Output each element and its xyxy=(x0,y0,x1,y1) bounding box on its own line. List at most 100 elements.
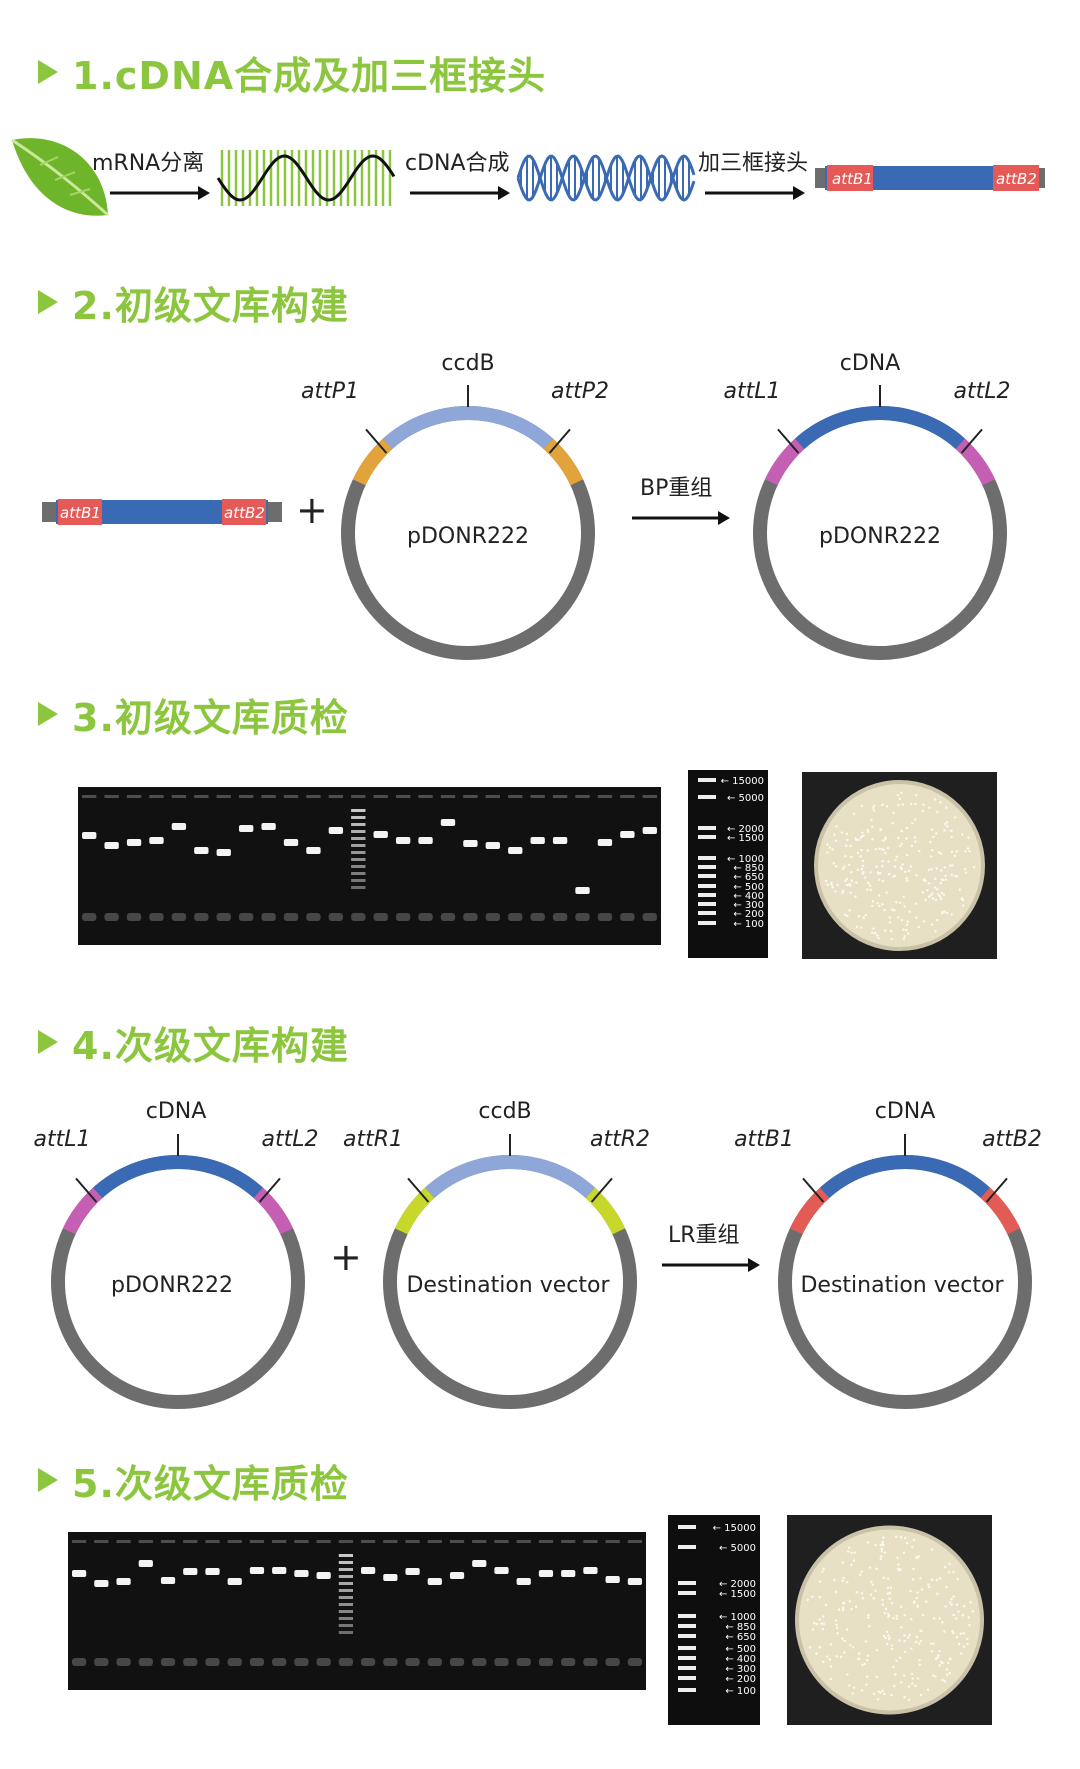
fragment-left-label: attB1 xyxy=(60,504,101,522)
fragment-left-label: attB1 xyxy=(832,170,873,188)
ladder-mark-label: ← 15000 xyxy=(721,776,764,787)
arrow1-label: mRNA分离 xyxy=(92,151,204,176)
secondary-library-gel-image xyxy=(68,1532,646,1690)
triangle-bullet-icon xyxy=(38,1468,58,1492)
petri-dish xyxy=(814,780,985,951)
ladder-mark-label: ← 200 xyxy=(725,1674,756,1685)
arrow2-icon xyxy=(410,186,510,200)
plasmid-insert xyxy=(383,406,553,450)
primary-library-plate-image xyxy=(802,772,997,959)
section-1-title-text: 1.cDNA合成及加三框接头 xyxy=(72,53,547,98)
plus-sign: + xyxy=(296,488,328,532)
ladder-mark-label: ← 200 xyxy=(733,909,764,920)
plasmid-left-label: attP1 xyxy=(301,379,359,404)
plasmid-right-site xyxy=(980,1187,1021,1235)
triangle-bullet-icon xyxy=(38,60,58,84)
ladder-mark-label: ← 850 xyxy=(725,1622,756,1633)
gel-bands xyxy=(82,795,657,921)
dna-ladder-image: ← 15000← 5000← 2000← 1500← 1000← 850← 65… xyxy=(688,770,768,958)
plasmid-right-site xyxy=(543,438,584,486)
plasmid-top-label: cDNA xyxy=(146,1099,207,1124)
plasmid-right-tick xyxy=(258,1177,281,1203)
ladder-mark-label: ← 2000 xyxy=(727,824,764,835)
ladder-mark-label: ← 400 xyxy=(725,1654,756,1665)
plasmid-left-site xyxy=(62,1187,103,1235)
section-3-title-text: 3.初级文库质检 xyxy=(72,695,349,740)
section-4-title-text: 4.次级文库构建 xyxy=(72,1023,349,1068)
cdna-double-helix-icon xyxy=(516,154,696,202)
ladder-mark-label: ← 500 xyxy=(725,1644,756,1655)
plasmid-insert xyxy=(93,1155,263,1199)
plasmid-left-label: attR1 xyxy=(343,1127,403,1152)
leaf-icon xyxy=(11,138,109,217)
plasmid-top-label: ccdB xyxy=(478,1099,531,1124)
plasmid-pdonr222-cdna: pDONR222 cDNA attL1 attL2 xyxy=(724,351,1011,660)
arrow3-icon xyxy=(705,186,805,200)
ladder-mark-label: ← 100 xyxy=(733,919,764,930)
plasmid-left-tick xyxy=(777,428,800,454)
plasmid-name: Destination vector xyxy=(800,1273,1004,1298)
plasmid-left-label: attB1 xyxy=(734,1127,794,1152)
triangle-bullet-icon xyxy=(38,702,58,726)
ladder-mark-label: ← 1500 xyxy=(719,1589,756,1600)
plasmid-right-site xyxy=(955,438,996,486)
ladder-mark-label: ← 5000 xyxy=(727,793,764,804)
lr-arrow-label: LR重组 xyxy=(668,1223,740,1248)
fragment-right-label: attB2 xyxy=(996,170,1037,188)
plasmid-right-tick xyxy=(590,1177,613,1203)
plasmid-top-label: cDNA xyxy=(840,351,901,376)
plasmid-left-site xyxy=(789,1187,830,1235)
lr-arrow-icon xyxy=(662,1258,760,1272)
arrow1-icon xyxy=(110,186,210,200)
primary-library-gel-image xyxy=(78,787,661,945)
plasmid-right-tick xyxy=(548,428,571,454)
plasmid-left-tick xyxy=(407,1177,430,1203)
plasmid-destination-cdna: Destination vector cDNA attB1 attB2 xyxy=(734,1099,1042,1409)
plasmid-name: pDONR222 xyxy=(111,1273,233,1298)
plasmid-top-label: ccdB xyxy=(441,351,494,376)
plus-sign: + xyxy=(330,1235,362,1279)
plasmid-left-site xyxy=(394,1187,435,1235)
ladder-marks: ← 15000← 5000← 2000← 1500← 1000← 850← 65… xyxy=(698,776,764,930)
plasmid-right-site xyxy=(585,1187,626,1235)
plasmid-name: pDONR222 xyxy=(407,524,529,549)
ladder-mark-label: ← 650 xyxy=(725,1632,756,1643)
plasmid-right-label: attP2 xyxy=(551,379,609,404)
ladder-mark-label: ← 1500 xyxy=(727,833,764,844)
plasmid-top-label: cDNA xyxy=(875,1099,936,1124)
ladder-mark-label: ← 100 xyxy=(725,1686,756,1697)
plasmid-insert xyxy=(425,1155,595,1199)
ladder-mark-label: ← 300 xyxy=(733,900,764,911)
triangle-bullet-icon xyxy=(38,290,58,314)
ladder-mark-label: ← 1000 xyxy=(719,1612,756,1623)
section-5-title-text: 5.次级文库质检 xyxy=(72,1461,349,1506)
plasmid-right-label: attL2 xyxy=(262,1127,319,1152)
step2-diagram: attB1 attB2 + pDONR222 ccdB attP1 attP2 … xyxy=(42,351,1011,660)
ladder-mark-label: ← 2000 xyxy=(719,1579,756,1590)
plasmid-insert xyxy=(795,406,965,450)
plasmid-left-tick xyxy=(75,1177,98,1203)
plasmid-insert xyxy=(820,1155,990,1199)
ladder-mark-label: ← 400 xyxy=(733,891,764,902)
bp-arrow-icon xyxy=(632,511,730,525)
section-4-title: 4.次级文库构建 xyxy=(38,1018,349,1068)
step1-diagram: mRNA分离 cDNA合成 加三框接头 attB1 attB2 xyxy=(11,138,1045,217)
triangle-bullet-icon xyxy=(38,1030,58,1054)
plasmid-right-label: attB2 xyxy=(982,1127,1042,1152)
section-3-title: 3.初级文库质检 xyxy=(38,690,349,740)
ladder-mark-label: ← 850 xyxy=(733,863,764,874)
plasmid-left-site xyxy=(352,438,393,486)
ladder-mark-label: ← 300 xyxy=(725,1664,756,1675)
plasmid-left-tick xyxy=(802,1177,825,1203)
gel-bands xyxy=(72,1540,642,1666)
plasmid-left-site xyxy=(764,438,805,486)
dna-ladder-image: ← 15000← 5000← 2000← 1500← 1000← 850← 65… xyxy=(668,1515,760,1725)
ladder-marks: ← 15000← 5000← 2000← 1500← 1000← 850← 65… xyxy=(678,1523,756,1697)
plasmid-right-tick xyxy=(985,1177,1008,1203)
plasmid-pdonr222-ccdb: pDONR222 ccdB attP1 attP2 xyxy=(301,351,609,660)
plasmid-name: Destination vector xyxy=(406,1273,610,1298)
plasmid-pdonr222-cdna: pDONR222 cDNA attL1 attL2 xyxy=(34,1099,319,1409)
plasmid-left-label: attL1 xyxy=(724,379,781,404)
plasmid-right-tick xyxy=(960,428,983,454)
bp-arrow-label: BP重组 xyxy=(640,476,712,501)
